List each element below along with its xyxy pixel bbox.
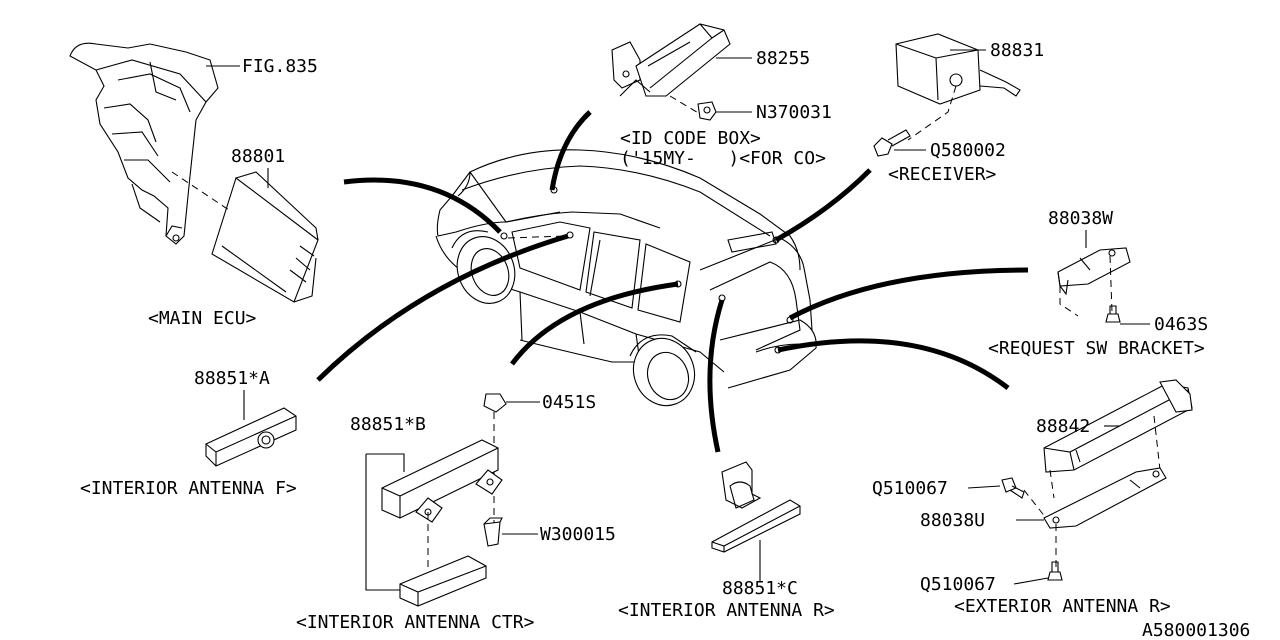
exterior-antenna-r-part (1001, 379, 1193, 581)
label-antenna-ctr-number[interactable]: 88851*B (350, 414, 426, 435)
diagram-id: A580001306 (1142, 620, 1250, 640)
label-receiver-name: <RECEIVER> (888, 164, 997, 185)
label-ext-bolt1-number[interactable]: Q510067 (872, 478, 948, 499)
label-antenna-f-number[interactable]: 88851*A (194, 368, 270, 389)
leader-lines (206, 49, 1150, 585)
label-id-box-number[interactable]: 88255 (756, 48, 810, 69)
label-bracket-name: <REQUEST SW BRACKET> (988, 338, 1205, 359)
label-bracket-number[interactable]: 88038W (1048, 208, 1113, 229)
label-nut-number[interactable]: N370031 (756, 102, 832, 123)
interior-antenna-r-part (711, 461, 801, 553)
label-main-ecu-name: <MAIN ECU> (148, 308, 257, 329)
label-fig835[interactable]: FIG.835 (242, 56, 318, 77)
main-ecu-part (171, 171, 319, 303)
label-bracket-screw-number[interactable]: 0463S (1154, 314, 1208, 335)
labels: FIG.835 88801 <MAIN ECU> 88255 N370031 <… (80, 40, 1250, 640)
label-main-ecu-number[interactable]: 88801 (231, 146, 285, 167)
label-ext-bolt2-number[interactable]: Q510067 (920, 574, 996, 595)
label-antenna-r-name: <INTERIOR ANTENNA R> (618, 600, 835, 621)
label-id-box-note: ('15MY- )<FOR CO> (620, 148, 826, 169)
label-receiver-number[interactable]: 88831 (990, 40, 1044, 61)
label-antenna-ctr-clip-number[interactable]: W300015 (540, 524, 616, 545)
label-antenna-r-number[interactable]: 88851*C (722, 578, 798, 599)
label-antenna-ctr-name: <INTERIOR ANTENNA CTR> (296, 612, 535, 633)
callout-lines (316, 110, 1029, 453)
request-sw-bracket-part (1057, 247, 1131, 323)
label-id-box-name: <ID CODE BOX> (620, 128, 761, 149)
vehicle-illustration (435, 149, 817, 407)
label-antenna-f-name: <INTERIOR ANTENNA F> (80, 478, 297, 499)
label-ext-antenna-number[interactable]: 88842 (1036, 416, 1090, 437)
fig835-bracket (69, 42, 219, 245)
label-ext-antenna-name: <EXTERIOR ANTENNA R> (954, 596, 1171, 617)
label-ext-bracket-number[interactable]: 88038U (920, 510, 985, 531)
id-code-box-part (611, 23, 731, 121)
label-antenna-ctr-screw-number[interactable]: 0451S (542, 392, 596, 413)
receiver-part (873, 33, 1021, 157)
label-receiver-bolt-number[interactable]: Q580002 (930, 140, 1006, 161)
interior-antenna-ctr-part (365, 393, 507, 607)
interior-antenna-f-part (205, 407, 297, 467)
